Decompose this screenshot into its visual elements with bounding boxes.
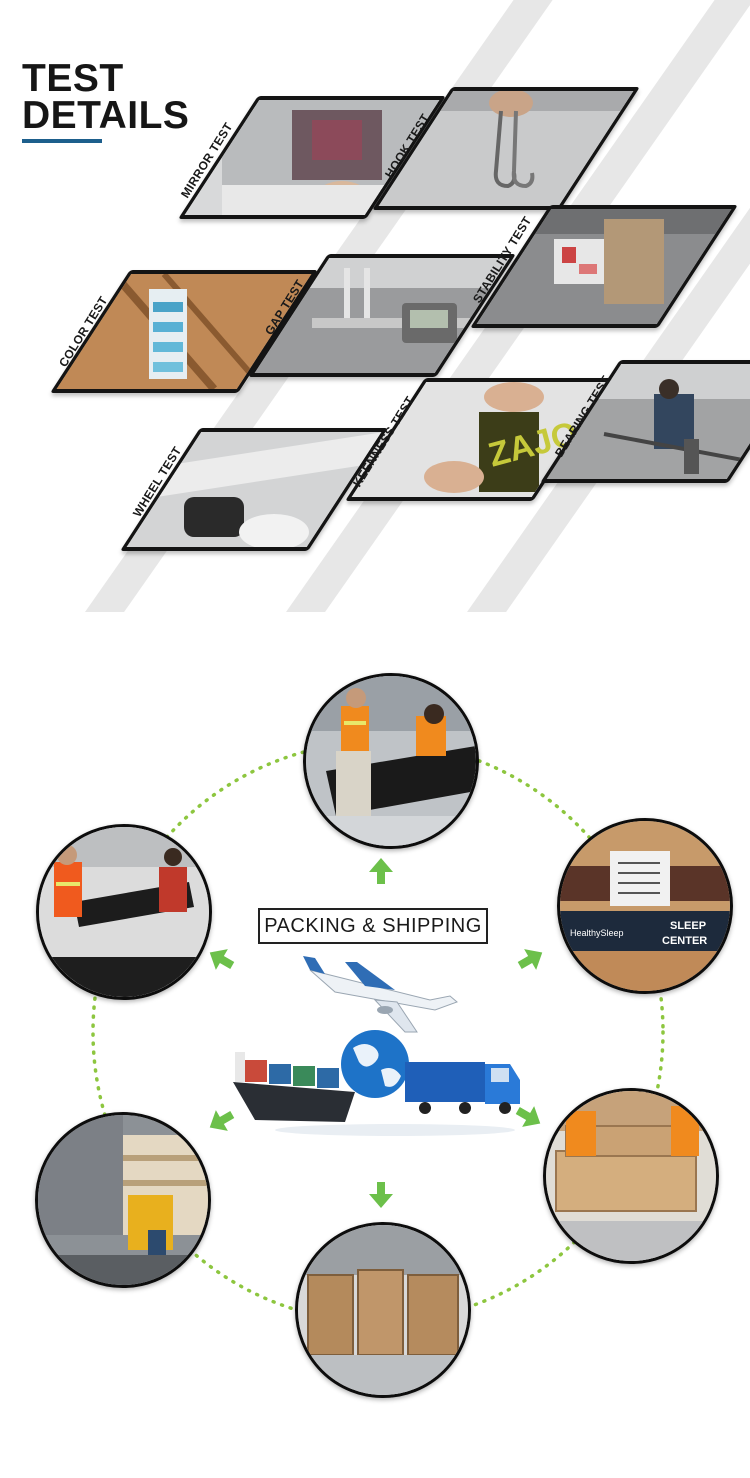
label-brand: HealthySleep (570, 928, 624, 938)
arrow-up-icon (369, 858, 393, 884)
workers-lifting-photo-icon (303, 673, 479, 849)
box-label-photo-icon: HealthySleep SLEEP CENTER (557, 818, 733, 994)
section-title: TEST DETAILS (22, 57, 190, 137)
arrow-down-right-icon (515, 1106, 541, 1127)
packing-shipping-section: HealthySleep SLEEP CENTER (0, 612, 750, 1478)
label-text-line-1: SLEEP (670, 920, 706, 932)
globe-icon (341, 1030, 409, 1098)
title-line-1: TEST (22, 57, 124, 100)
title-line-2: DETAILS (22, 94, 190, 137)
mirror-test-card (178, 96, 446, 219)
forklift-photo-icon (35, 1112, 211, 1288)
arrow-down-left-icon (209, 1110, 235, 1131)
warehouse-pallets-photo-icon (295, 1222, 471, 1398)
arrow-down-icon (369, 1182, 393, 1208)
arrow-up-right-icon (517, 949, 543, 970)
airplane-icon (303, 956, 458, 1033)
test-details-section: TEST DETAILS MIRROR TEST (0, 0, 750, 612)
workers-panel-photo-icon (36, 824, 212, 1000)
label-text-line-2: CENTER (662, 935, 707, 947)
shipping-transport-illustration (233, 956, 520, 1136)
cargo-ship-icon (233, 1052, 355, 1122)
crates-photo-icon (543, 1088, 719, 1264)
packing-shipping-title: PACKING & SHIPPING (258, 908, 488, 944)
truck-icon (405, 1062, 520, 1114)
title-underline (22, 139, 102, 143)
arrow-up-left-icon (209, 949, 235, 970)
